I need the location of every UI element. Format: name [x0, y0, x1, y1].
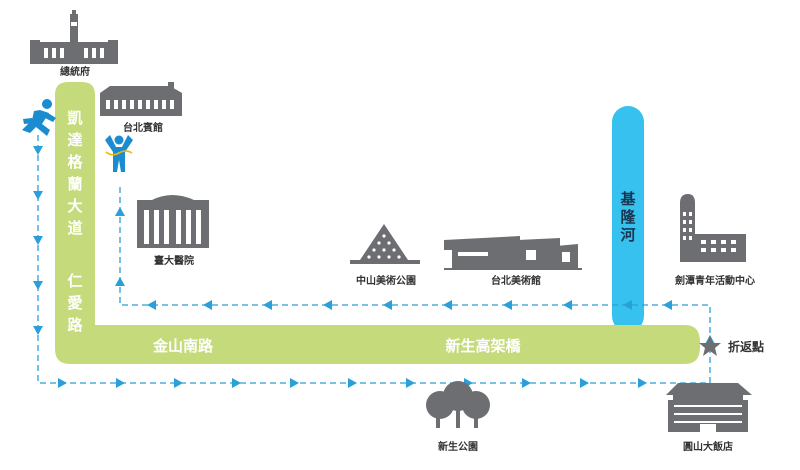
route-arrow [33, 326, 43, 335]
route-arrow [663, 300, 672, 310]
taipei-guest-house-label: 台北賓館 [123, 121, 163, 134]
river-label-2: 隆 [620, 208, 636, 226]
presidential-office-icon [30, 10, 118, 64]
taipei-guest-house-icon [100, 82, 182, 116]
turnaround-label: 折返點 [728, 339, 764, 354]
route-arrow [323, 300, 332, 310]
xinsheng-park-icon [426, 381, 490, 428]
route-arrow [563, 300, 572, 310]
ketagalan-label-3: 格 [67, 153, 83, 171]
route-arrow [263, 300, 272, 310]
route-arrow [623, 300, 632, 310]
finish-runner-icon [105, 135, 133, 172]
route-arrow [232, 378, 241, 388]
route-arrow [115, 277, 125, 286]
route-arrows [33, 146, 715, 388]
route-arrow [503, 300, 512, 310]
youth-activity-center-icon [680, 194, 746, 262]
roads: 凱 達 格 蘭 大 道 仁 愛 路 金山南路 新生高架橋 [55, 82, 700, 364]
route-arrow [580, 378, 589, 388]
taipei-fine-arts-museum-icon [444, 236, 582, 270]
zhongshan-art-park-icon [350, 224, 420, 264]
presidential-office-label: 總統府 [60, 65, 90, 78]
route-arrow [443, 300, 452, 310]
grand-hotel-icon [666, 383, 752, 432]
route-arrow [147, 300, 156, 310]
xinsheng-overpass-label: 新生高架橋 [445, 337, 521, 355]
renai-label-1: 仁 [67, 272, 82, 290]
ketagalan-label-1: 凱 [67, 109, 82, 127]
river-shape [612, 106, 644, 332]
river-label-1: 基 [619, 190, 636, 208]
route-arrow [348, 378, 357, 388]
route-arrow [638, 378, 647, 388]
xinsheng-park-label: 新生公園 [438, 440, 478, 453]
ketagalan-label-6: 道 [67, 219, 82, 237]
route-arrow [116, 378, 125, 388]
star-icon [699, 335, 721, 356]
ntu-hospital-icon [137, 195, 209, 248]
route-arrow [115, 207, 125, 216]
route-arrow [290, 378, 299, 388]
ketagalan-label-4: 蘭 [67, 175, 82, 193]
youth-activity-center-label: 劍潭青年活動中心 [675, 274, 755, 287]
route-arrow [33, 146, 43, 155]
grand-hotel-label: 圓山大飯店 [683, 440, 733, 453]
route-arrow [522, 378, 531, 388]
keelung-river: 基 隆 河 [612, 106, 644, 332]
zhongshan-art-park-label: 中山美術公園 [356, 274, 416, 287]
route-arrow [203, 300, 212, 310]
ntu-hospital-label: 臺大醫院 [154, 254, 194, 267]
route-arrow [58, 378, 67, 388]
ketagalan-label-5: 大 [67, 197, 82, 215]
route-arrow [406, 378, 415, 388]
jinshan-south-road-label: 金山南路 [152, 337, 214, 355]
route-arrow [174, 378, 183, 388]
renai-label-3: 路 [67, 316, 83, 334]
road-shape [55, 82, 700, 364]
route-arrow [33, 236, 43, 245]
route-arrow [383, 300, 392, 310]
renai-label-2: 愛 [67, 294, 82, 312]
runner-icon [22, 99, 56, 136]
route-arrow [33, 281, 43, 290]
ketagalan-label-2: 達 [67, 131, 82, 149]
taipei-fine-arts-museum-label: 台北美術館 [491, 274, 541, 287]
route-arrow [33, 191, 43, 200]
river-label-3: 河 [620, 226, 635, 244]
